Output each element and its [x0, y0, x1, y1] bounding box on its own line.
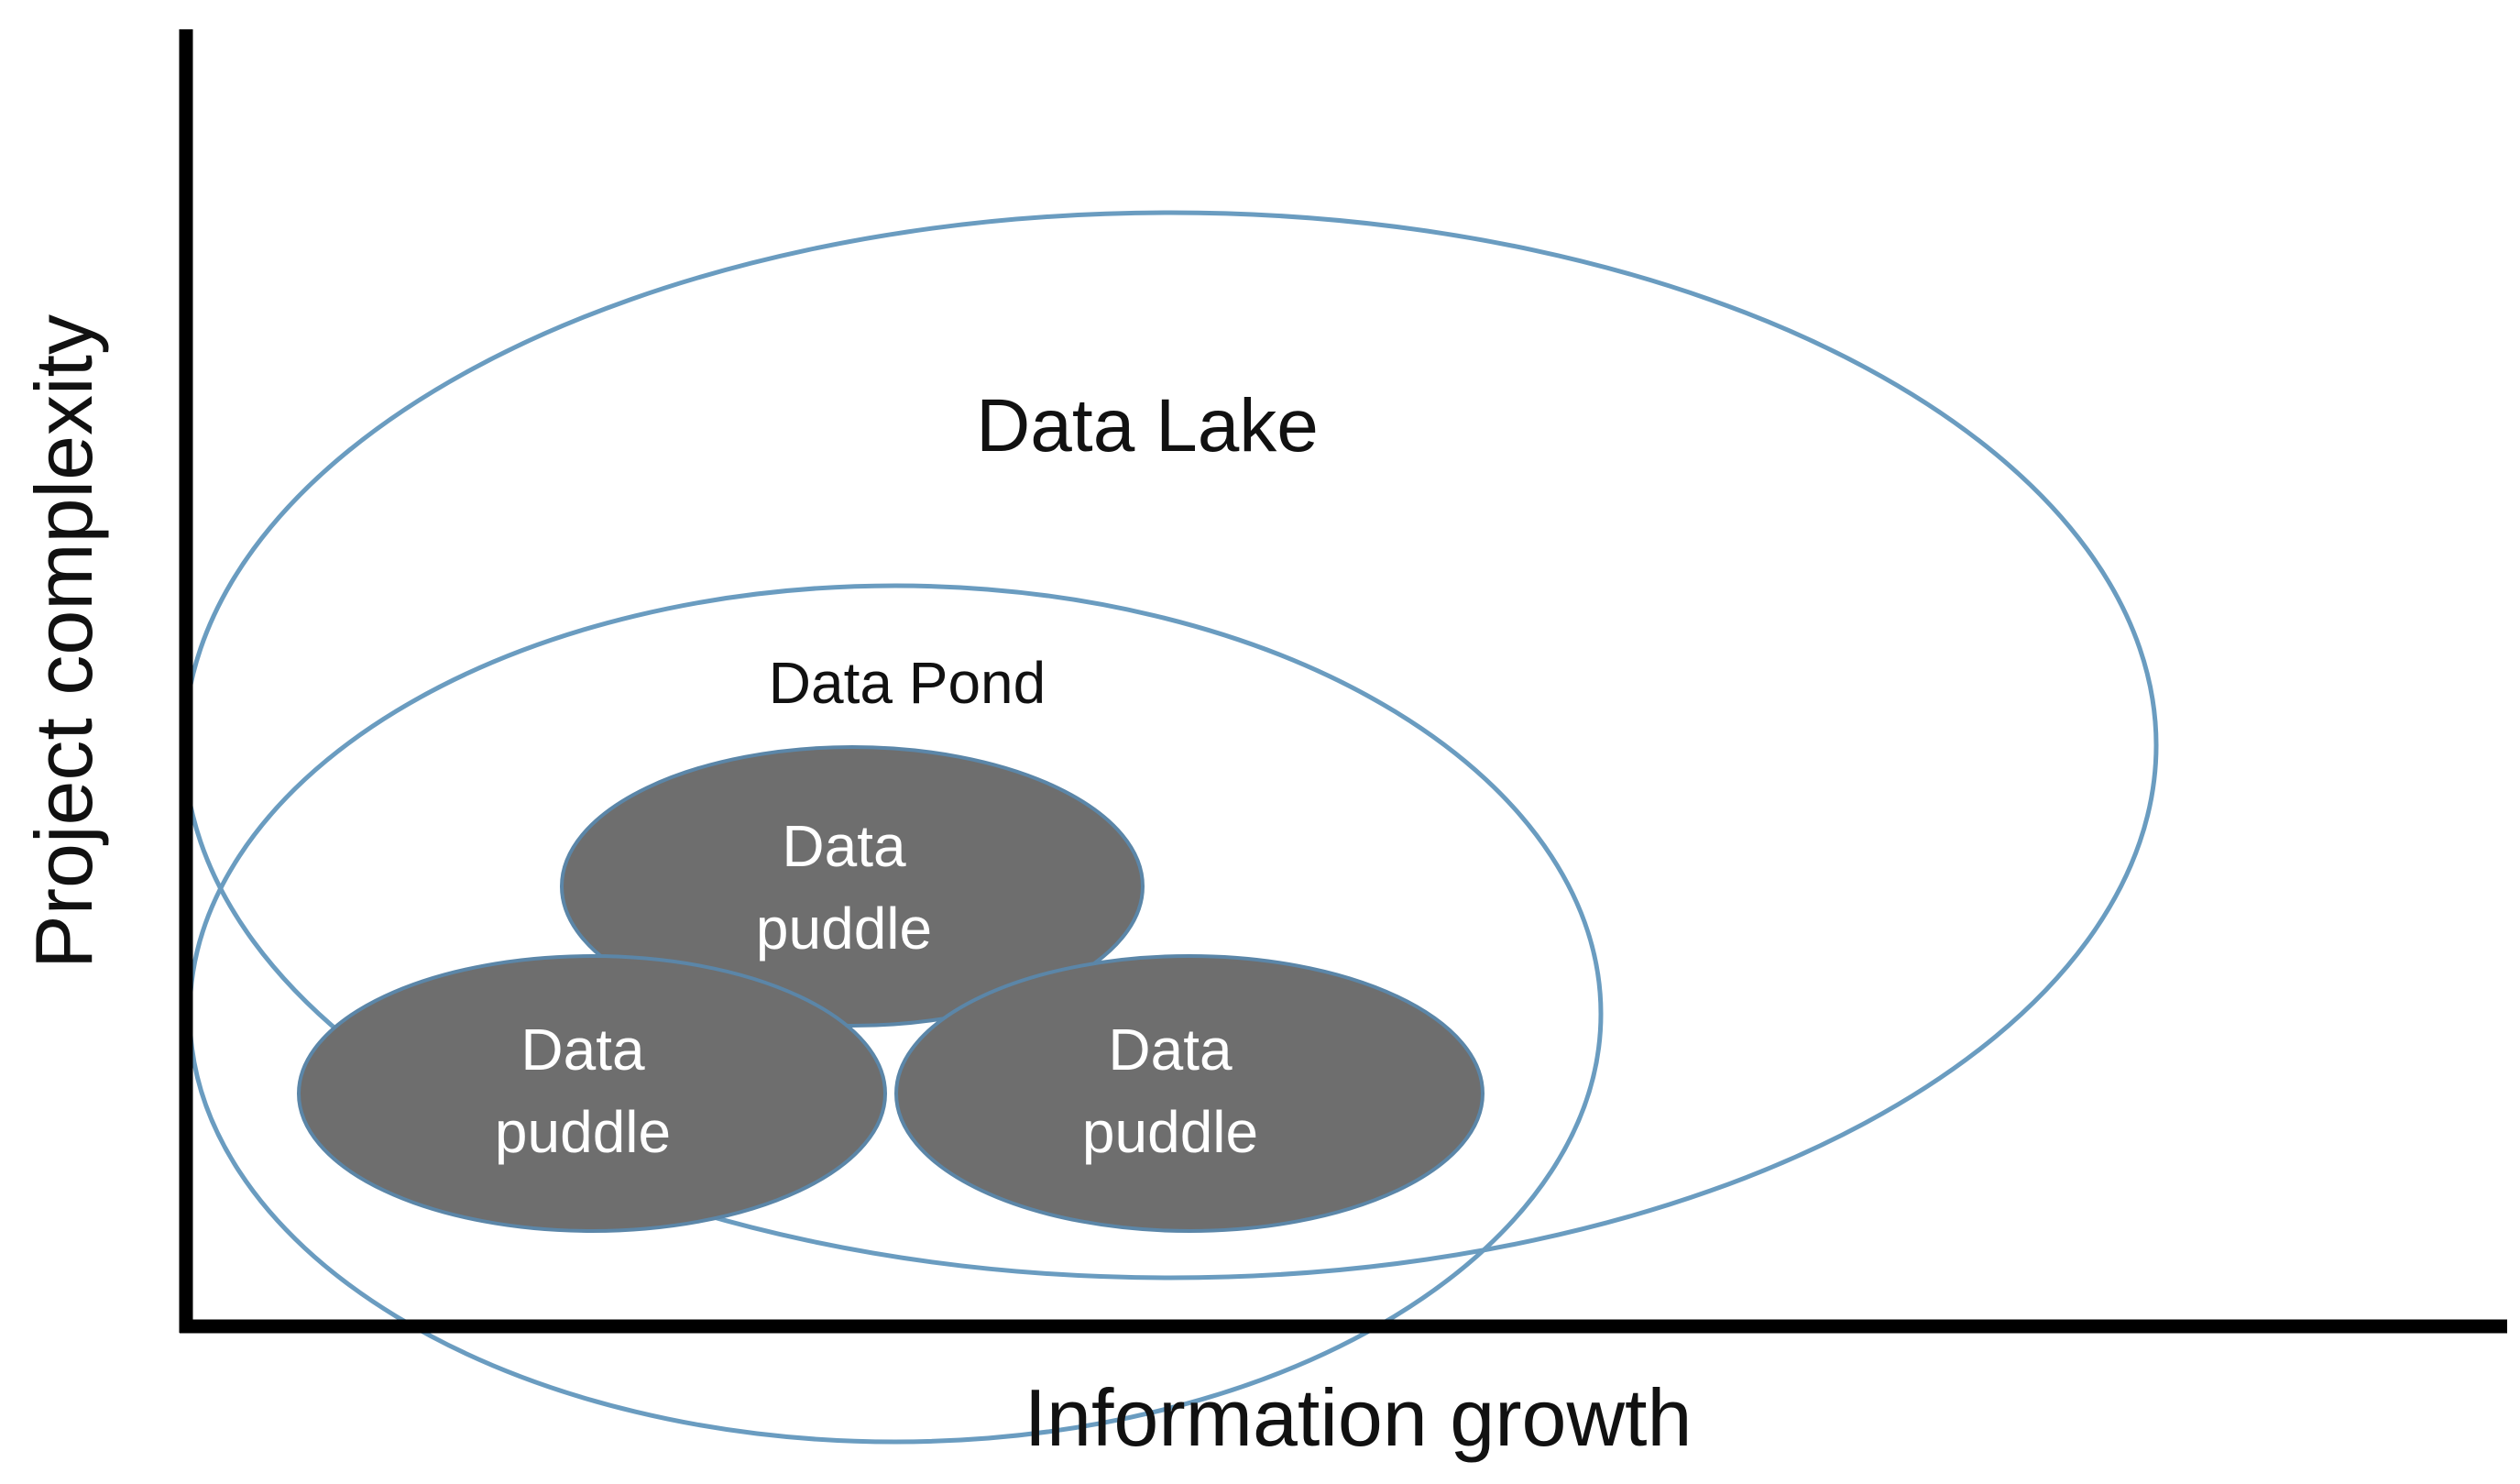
data-puddle-top-label-line1: Data — [782, 813, 906, 879]
data-puddle-right-ellipse — [894, 954, 1485, 1233]
data-puddle-left-label-line2: puddle — [495, 1099, 671, 1165]
data-lake-label: Data Lake — [976, 384, 1319, 467]
data-puddle-left-label-line1: Data — [520, 1017, 645, 1083]
x-axis-label: Information growth — [1024, 1372, 1693, 1463]
data-puddle-right-label-line2: puddle — [1082, 1099, 1258, 1165]
data-puddle-top-ellipse — [560, 745, 1145, 1028]
data-puddle-left-ellipse — [297, 954, 887, 1233]
data-pond-label: Data Pond — [769, 650, 1046, 716]
data-puddle-right-label-line1: Data — [1108, 1017, 1233, 1083]
data-puddle-top-label-line2: puddle — [756, 896, 932, 962]
y-axis-label: Project complexity — [18, 314, 109, 969]
